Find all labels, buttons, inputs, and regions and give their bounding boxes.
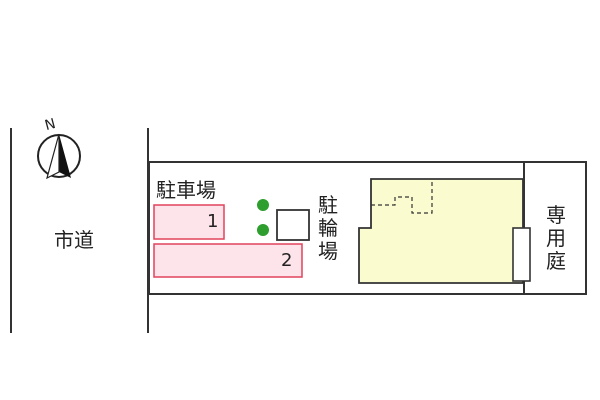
private-garden-char: 庭 xyxy=(546,249,566,273)
tree-icon xyxy=(257,199,269,211)
bicycle-parking-label: 駐 輪 場 xyxy=(318,195,338,261)
compass-icon xyxy=(37,133,81,180)
bicycle-parking-char: 駐 xyxy=(318,193,338,217)
parking-space-2 xyxy=(153,243,303,278)
private-garden-char: 用 xyxy=(546,226,566,250)
bicycle-parking-char: 輪 xyxy=(318,216,338,240)
road-label: 市道 xyxy=(54,228,94,252)
private-garden-char: 専 xyxy=(546,203,566,227)
parking-space-1 xyxy=(153,204,225,240)
bicycle-parking-char: 場 xyxy=(318,239,338,263)
parking-space-number: 2 xyxy=(281,250,293,271)
parking-label: 駐車場 xyxy=(156,178,216,202)
outdoor-unit-box xyxy=(512,227,531,282)
tree-icon xyxy=(257,224,269,236)
parking-space-number: 1 xyxy=(207,211,219,232)
dashed-stair-line xyxy=(371,179,433,214)
building-footprint xyxy=(358,178,524,284)
private-garden-label: 専 用 庭 xyxy=(546,205,566,271)
bicycle-parking-box xyxy=(276,209,310,241)
